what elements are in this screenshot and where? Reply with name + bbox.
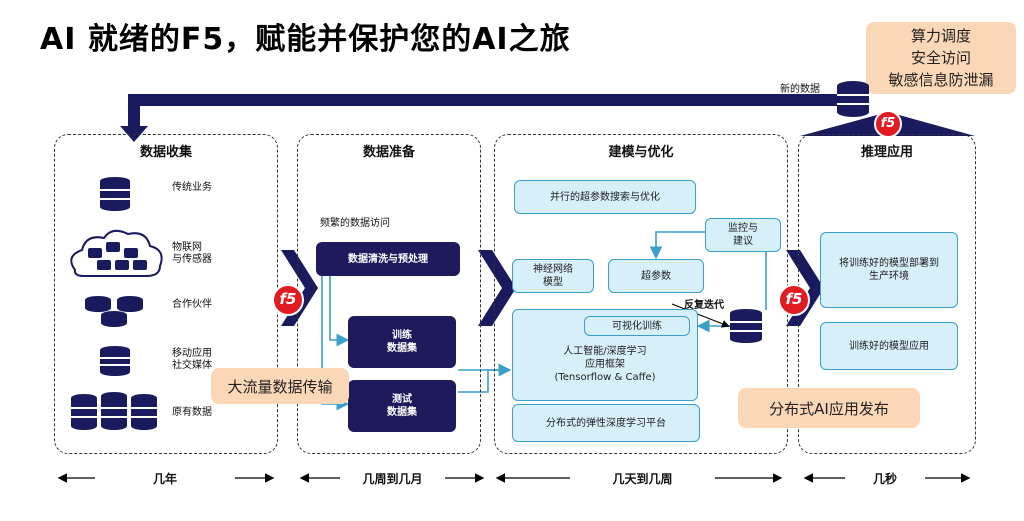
iot-cloud-database-icon (70, 229, 163, 277)
hyperparameter-box: 超参数 (608, 259, 704, 293)
timeline-years: 几年 (152, 472, 177, 486)
timeline-days-weeks: 几天到几周 (612, 472, 673, 486)
stage-title-collection: 数据收集 (139, 145, 192, 160)
source-legacy-data: 原有数据 (172, 407, 212, 418)
frequent-access-label: 频繁的数据访问 (320, 218, 390, 229)
feature-box: 算力调度 安全访问 敏感信息防泄漏 (866, 22, 1016, 94)
f5-logo-icon: f5 (778, 284, 810, 316)
timeline-weeks-months: 几周到几月 (362, 472, 423, 486)
iteration-database-icon (730, 309, 762, 343)
feature-compute-scheduling: 算力调度 (910, 27, 971, 45)
timeline-seconds: 几秒 (872, 472, 897, 486)
source-legacy-business: 传统业务 (172, 182, 212, 193)
data-cleaning-box: 数据清洗与预处理 (316, 242, 460, 276)
feature-data-leak-prevention: 敏感信息防泄漏 (888, 71, 994, 89)
feature-secure-access: 安全访问 (910, 49, 971, 67)
big-transfer-callout: 大流量数据传输 (211, 368, 349, 404)
source-iot-sensors: 物联网 与传感器 (172, 242, 212, 265)
f5-logo-icon: f5 (874, 110, 902, 138)
chevron-arrow-2 (478, 250, 516, 326)
visual-training-box: 可视化训练 (584, 316, 690, 336)
neural-network-model-box: 神经网络 模型 (512, 259, 594, 293)
stage-title-inference: 推理应用 (860, 145, 913, 160)
apply-model-box: 训练好的模型应用 (820, 322, 958, 370)
stage-data-collection: 数据收集 (54, 134, 278, 454)
stage-title-modeling: 建模与优化 (608, 145, 674, 160)
test-set-box: 测试 数据集 (348, 380, 456, 432)
distributed-release-callout: 分布式AI应用发布 (738, 388, 920, 428)
partner-database-icon (85, 296, 143, 327)
page-title: AI 就绪的F5，赋能并保护您的AI之旅 (40, 22, 571, 57)
dl-platform-box: 分布式的弹性深度学习平台 (512, 404, 700, 442)
mobile-social-database-icon (100, 346, 130, 376)
deploy-model-box: 将训练好的模型部署到 生产环境 (820, 232, 958, 308)
source-mobile-social: 移动应用 社交媒体 (172, 348, 212, 371)
f5-logo-icon: f5 (272, 284, 304, 316)
training-set-box: 训练 数据集 (348, 316, 456, 368)
hyperparameter-search-box: 并行的超参数搜索与优化 (514, 180, 696, 214)
new-data-label: 新的数据 (780, 84, 820, 95)
new-data-database-icon (837, 81, 869, 117)
legacy-data-database-icon (71, 392, 157, 430)
new-data-feedback-arrow (120, 94, 838, 142)
source-partners: 合作伙伴 (172, 299, 212, 310)
monitoring-box: 监控与 建议 (705, 218, 781, 252)
legacy-business-database-icon (100, 177, 130, 211)
stage-title-preparation: 数据准备 (362, 145, 415, 160)
iteration-label: 反复迭代 (684, 300, 724, 311)
